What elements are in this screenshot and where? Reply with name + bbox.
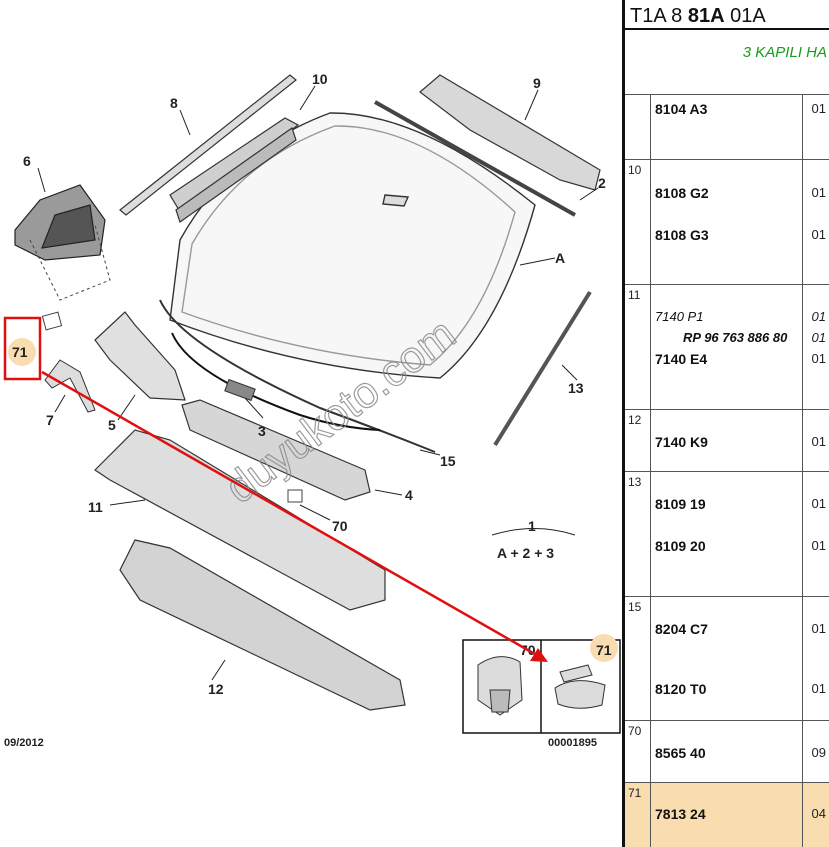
header-suffix: 01A [730, 5, 766, 27]
panel-header: T1A 8 81A 01A [625, 0, 829, 30]
callout-12: 12 [208, 681, 224, 697]
callout-2: 2 [598, 175, 606, 191]
callout-15: 15 [440, 453, 456, 469]
fastener-71[interactable] [554, 664, 606, 709]
inset-label-71: 71 [596, 642, 612, 658]
part-11[interactable] [94, 429, 386, 611]
header-prefix: T1A 8 [630, 5, 683, 27]
diagram-canvas: duyukoto.com 8 10 9 6 2 A 71 7 5 3 13 15… [3, 71, 621, 749]
row-ref: 71 [625, 783, 651, 847]
row-ref: 15 [625, 597, 651, 720]
callout-5: 5 [108, 417, 116, 433]
fastener-70[interactable] [477, 656, 523, 716]
part-13[interactable] [493, 290, 592, 447]
row-ref: 10 [625, 160, 651, 284]
diagram-ref-number: 00001895 [548, 737, 597, 749]
callout-11: 11 [88, 499, 103, 515]
diagram-date: 09/2012 [4, 737, 44, 749]
seal[interactable] [159, 299, 436, 453]
part-7[interactable] [44, 359, 96, 413]
row-ref: 70 [625, 721, 651, 782]
part-12[interactable] [119, 539, 406, 711]
part-5[interactable] [94, 311, 186, 401]
callout-6: 6 [23, 153, 31, 169]
variant-row: 3 KAPILI HA [625, 32, 829, 95]
row-ref: 12 [625, 410, 651, 471]
callout-7: 7 [46, 412, 54, 428]
callout-70: 70 [332, 518, 348, 534]
parts-diagram: duyukoto.com 8 10 9 6 2 A 71 7 5 3 13 15… [3, 71, 621, 749]
callout-13: 13 [568, 380, 584, 396]
seal-lower[interactable] [171, 332, 381, 431]
inset-badge-71 [590, 634, 618, 662]
callout-8: 8 [170, 95, 178, 111]
row-ref: 11 [625, 285, 651, 409]
callout-1: 1 [528, 518, 536, 534]
part-4[interactable] [181, 399, 371, 501]
pointer-arrow [41, 370, 541, 659]
callout-3: 3 [258, 423, 266, 439]
leader-lines [37, 85, 599, 681]
callout-9: 9 [533, 75, 541, 91]
callout-1-formula: A + 2 + 3 [497, 545, 554, 561]
part-2[interactable] [374, 100, 576, 217]
part-10[interactable] [169, 117, 300, 223]
callout-4: 4 [405, 487, 413, 503]
row-ref [625, 94, 651, 159]
part-8[interactable] [119, 74, 297, 216]
part-6[interactable] [14, 184, 106, 261]
callout-71: 71 [12, 344, 28, 360]
highlight-box-71[interactable] [3, 316, 42, 381]
callout-A: A [555, 250, 565, 266]
row-ref: 13 [625, 472, 651, 596]
header-bold: 81A [687, 5, 725, 27]
callout-10: 10 [312, 71, 328, 87]
part-3[interactable] [224, 378, 256, 402]
windscreen[interactable] [169, 112, 536, 379]
pointer-arrowhead [530, 648, 548, 662]
variant-label: 3 KAPILI HA [742, 44, 827, 61]
badge-71 [8, 338, 36, 366]
